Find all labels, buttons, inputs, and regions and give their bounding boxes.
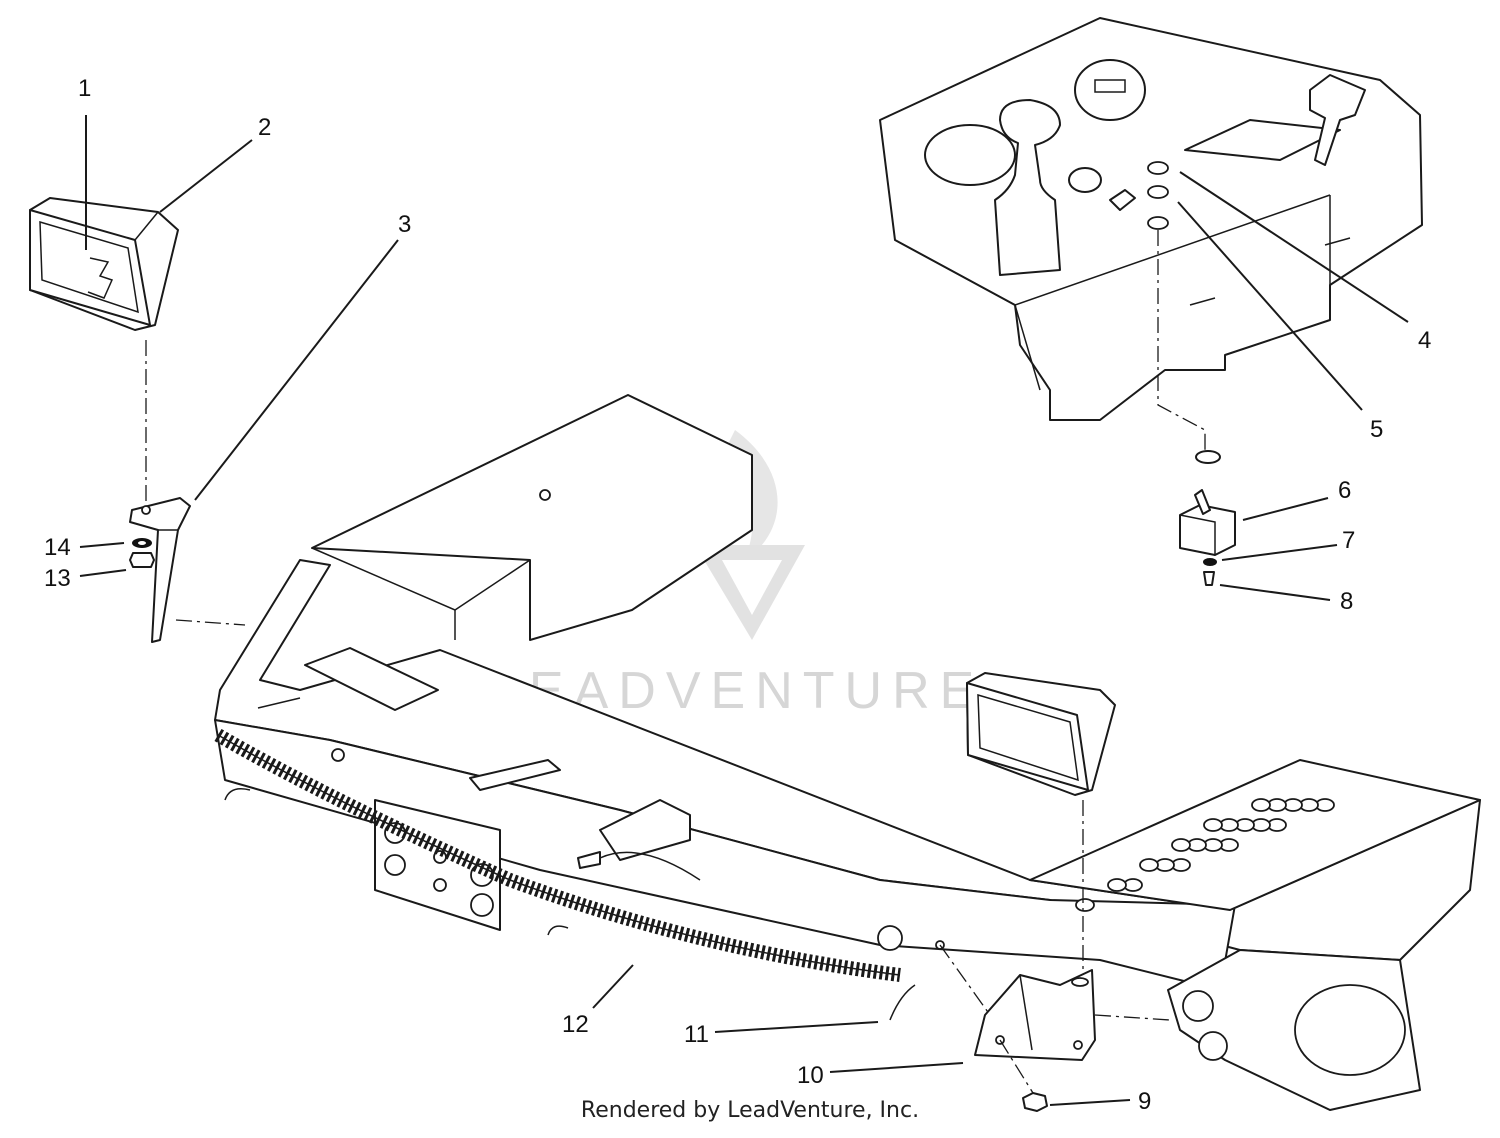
callout-1: 1 [78, 75, 91, 102]
callout-leaders [79, 115, 1409, 1106]
callout-11: 11 [684, 1021, 709, 1048]
left-bracket [129, 497, 191, 643]
right-bracket [974, 969, 1096, 1061]
foot-plate-stud [1139, 858, 1159, 872]
left-nut-and-washer [129, 538, 155, 568]
foot-plate-stud [1075, 898, 1095, 912]
foot-plate-stud [1203, 818, 1223, 832]
frame-platform [214, 559, 1481, 991]
frame-cover [311, 394, 753, 641]
left-work-light [29, 197, 179, 331]
callout-6: 6 [1338, 477, 1351, 504]
credit-text: Rendered by LeadVenture, Inc. [580, 1098, 920, 1123]
callout-10: 10 [797, 1062, 824, 1089]
callout-2: 2 [258, 114, 271, 141]
wire-loom [214, 728, 901, 982]
foot-plate-stud [1251, 798, 1271, 812]
cable-ties [224, 788, 916, 1021]
callout-14: 14 [44, 534, 71, 561]
callout-13: 13 [44, 565, 71, 592]
right-casting [1167, 949, 1421, 1111]
callout-3: 3 [398, 211, 411, 238]
foot-plate-stud [1107, 878, 1127, 892]
right-work-light [966, 672, 1116, 796]
foot-plate-stud [1171, 838, 1191, 852]
callout-4: 4 [1418, 327, 1431, 354]
toggle-switch [1179, 450, 1236, 586]
callout-12: 12 [562, 1011, 589, 1038]
callout-7: 7 [1342, 527, 1355, 554]
credit-line: Rendered by LeadVenture, Inc. [0, 1098, 1500, 1123]
control-panel [879, 17, 1423, 421]
foot-plate [1029, 759, 1481, 912]
callout-numbers: 1 2 3 4 5 6 7 8 9 10 11 12 13 14 [44, 75, 1431, 1115]
callout-5: 5 [1370, 416, 1383, 443]
assembly-lines [145, 230, 1206, 1094]
callout-9: 9 [1138, 1088, 1151, 1115]
callout-8: 8 [1340, 588, 1353, 615]
